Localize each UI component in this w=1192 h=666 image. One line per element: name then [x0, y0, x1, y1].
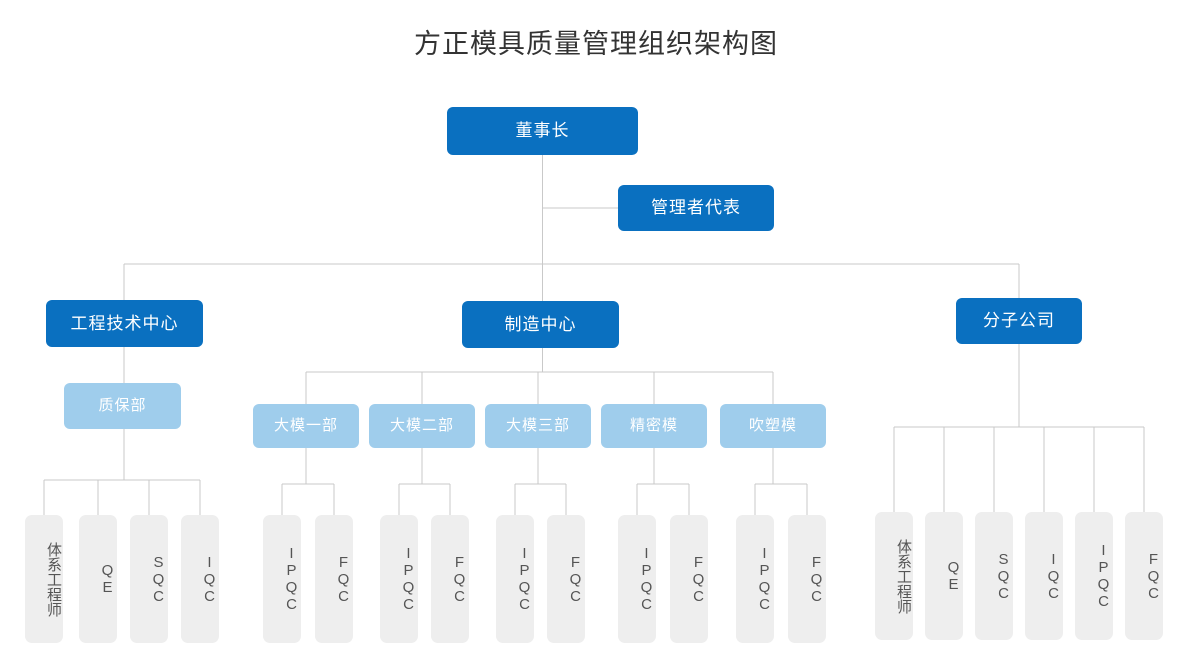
page-title: 方正模具质量管理组织架构图: [414, 29, 778, 59]
node-management-representative[interactable]: 管理者代表: [618, 185, 774, 231]
leaf-system-engineer[interactable]: 体系工程师: [875, 512, 913, 640]
leaf-label: FQC: [451, 553, 468, 605]
leaf-qe[interactable]: QE: [925, 512, 963, 640]
node-manufacturing-center[interactable]: 制造中心: [462, 301, 619, 348]
leaf-label: IPQC: [638, 545, 655, 613]
node-label: 董事长: [515, 121, 570, 141]
node-label: 大模一部: [273, 416, 338, 434]
leaf-ipqc[interactable]: IPQC: [1075, 512, 1113, 640]
leaf-ipqc[interactable]: IPQC: [736, 515, 774, 643]
node-label: 工程技术中心: [70, 313, 179, 333]
leaf-label: SQC: [150, 553, 167, 605]
node-label: 分子公司: [983, 311, 1055, 331]
leaf-label: IPQC: [516, 545, 533, 613]
leaf-label: IPQC: [400, 545, 417, 613]
leaf-iqc[interactable]: IQC: [181, 515, 219, 643]
leaf-fqc[interactable]: FQC: [1125, 512, 1163, 640]
leaf-ipqc[interactable]: IPQC: [380, 515, 418, 643]
leaf-sqc[interactable]: SQC: [975, 512, 1013, 640]
leaf-fqc[interactable]: FQC: [315, 515, 353, 643]
node-label: 吹塑模: [748, 416, 797, 434]
node-label: 管理者代表: [651, 198, 741, 218]
leaf-label: QE: [99, 562, 116, 596]
leaf-qe[interactable]: QE: [79, 515, 117, 643]
leaf-label: FQC: [808, 553, 825, 605]
node-label: 制造中心: [504, 314, 577, 334]
leaf-label: 体系工程师: [45, 541, 62, 617]
node-chairman[interactable]: 董事长: [447, 107, 638, 155]
leaf-label: IQC: [1045, 550, 1062, 602]
leaf-label: IPQC: [756, 545, 773, 613]
node-large-mold-dept-3[interactable]: 大模三部: [485, 404, 591, 448]
leaf-label: IQC: [201, 553, 218, 605]
leaf-label: IPQC: [1095, 542, 1112, 610]
node-quality-assurance-dept[interactable]: 质保部: [64, 383, 181, 429]
leaf-label: FQC: [690, 553, 707, 605]
leaf-label: IPQC: [283, 545, 300, 613]
leaf-fqc[interactable]: FQC: [788, 515, 826, 643]
leaf-ipqc[interactable]: IPQC: [496, 515, 534, 643]
leaf-label: 体系工程师: [895, 538, 912, 614]
node-engineering-technology-center[interactable]: 工程技术中心: [46, 300, 203, 347]
leaf-fqc[interactable]: FQC: [670, 515, 708, 643]
leaf-label: FQC: [567, 553, 584, 605]
leaf-sqc[interactable]: SQC: [130, 515, 168, 643]
leaf-iqc[interactable]: IQC: [1025, 512, 1063, 640]
leaf-label: FQC: [335, 553, 352, 605]
node-blow-mold[interactable]: 吹塑模: [720, 404, 826, 448]
node-large-mold-dept-1[interactable]: 大模一部: [253, 404, 359, 448]
node-label: 大模二部: [389, 416, 454, 434]
node-label: 质保部: [98, 396, 147, 414]
leaf-system-engineer[interactable]: 体系工程师: [25, 515, 63, 643]
leaf-fqc[interactable]: FQC: [431, 515, 469, 643]
node-precision-mold[interactable]: 精密模: [601, 404, 707, 448]
node-subsidiary-companies[interactable]: 分子公司: [956, 298, 1082, 344]
leaf-label: SQC: [995, 550, 1012, 602]
leaf-label: QE: [945, 559, 962, 593]
node-large-mold-dept-2[interactable]: 大模二部: [369, 404, 475, 448]
leaf-fqc[interactable]: FQC: [547, 515, 585, 643]
node-label: 大模三部: [505, 416, 570, 434]
leaf-ipqc[interactable]: IPQC: [263, 515, 301, 643]
leaf-label: FQC: [1145, 550, 1162, 602]
leaf-ipqc[interactable]: IPQC: [618, 515, 656, 643]
node-label: 精密模: [629, 416, 678, 434]
